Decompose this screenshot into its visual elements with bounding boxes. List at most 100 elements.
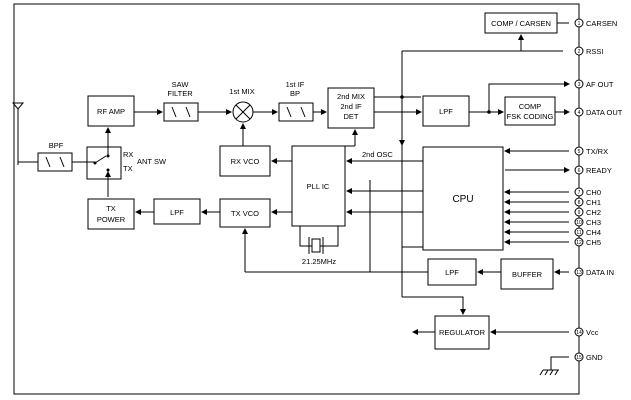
pin-label: CH0 bbox=[586, 188, 601, 197]
svg-text:SAW: SAW bbox=[172, 80, 190, 89]
pin-number: 14 bbox=[576, 330, 582, 336]
svg-text:RX: RX bbox=[123, 150, 133, 159]
svg-text:2nd IF: 2nd IF bbox=[340, 102, 362, 111]
svg-text:BUFFER: BUFFER bbox=[512, 270, 543, 279]
svg-text:COMP: COMP bbox=[519, 102, 542, 111]
rf-amp-block: RF AMP bbox=[87, 95, 135, 127]
svg-text:21.25MHz: 21.25MHz bbox=[302, 257, 336, 266]
if-bandpass-block: 1st IF BP bbox=[278, 80, 314, 122]
pin-number: 2 bbox=[578, 49, 581, 55]
svg-text:FILTER: FILTER bbox=[167, 89, 193, 98]
pin-circle bbox=[574, 237, 584, 247]
svg-text:1st MIX: 1st MIX bbox=[229, 87, 254, 96]
svg-text:RX VCO: RX VCO bbox=[231, 157, 260, 166]
pin-circle bbox=[574, 46, 584, 56]
lpf-demod-block: LPF bbox=[422, 95, 470, 127]
pin-number: 8 bbox=[578, 200, 581, 206]
pin-circle bbox=[574, 207, 584, 217]
bpf-block: BPF bbox=[37, 141, 73, 172]
pin-circle bbox=[574, 18, 584, 28]
lpf-tx-block: LPF bbox=[153, 198, 201, 225]
pin-circle bbox=[574, 197, 584, 207]
lpf-data-block: LPF bbox=[427, 258, 477, 286]
pin-data-out: 4 DATA OUT bbox=[574, 107, 623, 117]
pin-circle bbox=[574, 227, 584, 237]
pin-number: 10 bbox=[576, 220, 582, 226]
pin-number: 11 bbox=[576, 230, 581, 236]
svg-text:REGULATOR: REGULATOR bbox=[439, 328, 486, 337]
pin-label: CH1 bbox=[586, 198, 601, 207]
svg-text:FSK CODING: FSK CODING bbox=[507, 112, 554, 121]
pin-ch4: 11 CH4 bbox=[574, 227, 601, 237]
svg-text:LPF: LPF bbox=[445, 268, 459, 277]
svg-text:LPF: LPF bbox=[439, 107, 453, 116]
pin-label: AF OUT bbox=[586, 80, 614, 89]
pll-ic-block: PLL IC bbox=[291, 145, 346, 227]
pin-circle bbox=[574, 79, 584, 89]
pin-label: CH4 bbox=[586, 228, 601, 237]
svg-text:TX VCO: TX VCO bbox=[231, 209, 259, 218]
svg-text:BPF: BPF bbox=[49, 141, 64, 150]
svg-text:CPU: CPU bbox=[452, 194, 473, 205]
svg-text:BP: BP bbox=[290, 89, 300, 98]
buffer-block: BUFFER bbox=[500, 258, 554, 290]
pin-number: 15 bbox=[576, 355, 582, 361]
pin-circle bbox=[574, 267, 584, 277]
ant-sw-block: RX TX ANT SW bbox=[86, 146, 167, 180]
pin-number: 5 bbox=[578, 149, 581, 155]
pin-circle bbox=[574, 187, 584, 197]
mixer-1: 1st MIX bbox=[229, 87, 255, 123]
pin-circle bbox=[574, 146, 584, 156]
pin-number: 6 bbox=[578, 168, 581, 174]
svg-text:PLL IC: PLL IC bbox=[307, 182, 330, 191]
tx-power-block: TX POWER bbox=[87, 198, 135, 230]
svg-text:ANT SW: ANT SW bbox=[137, 157, 167, 166]
pin-circle bbox=[574, 165, 584, 175]
mixer-2-det-block: 2nd MIX 2nd IF DET bbox=[327, 87, 375, 129]
pin-label: GND bbox=[586, 353, 603, 362]
pin-number: 13 bbox=[576, 270, 582, 276]
svg-text:2nd OSC: 2nd OSC bbox=[362, 150, 393, 159]
pin-label: READY bbox=[586, 166, 612, 175]
pin-circle bbox=[574, 352, 584, 362]
pin-label: RSSI bbox=[586, 47, 604, 56]
pin-label: CH5 bbox=[586, 238, 601, 247]
pin-rssi: 2 RSSI bbox=[574, 46, 604, 56]
pin-label: DATA OUT bbox=[586, 108, 623, 117]
antenna-icon bbox=[11, 102, 25, 165]
pin-label: CARSEN bbox=[586, 19, 617, 28]
pin-number: 4 bbox=[578, 110, 581, 116]
pin-number: 3 bbox=[578, 82, 581, 88]
pin-number: 1 bbox=[578, 21, 581, 27]
pin-circle bbox=[574, 217, 584, 227]
pin-circle bbox=[574, 107, 584, 117]
pin-gnd: 15 GND bbox=[574, 352, 603, 362]
cpu-block: CPU bbox=[422, 146, 504, 251]
pin-ch2: 9 CH2 bbox=[574, 207, 601, 217]
pin-number: 12 bbox=[576, 240, 582, 246]
svg-text:1st IF: 1st IF bbox=[286, 80, 305, 89]
svg-text:LPF: LPF bbox=[170, 208, 184, 217]
svg-text:COMP / CARSEN: COMP / CARSEN bbox=[491, 19, 551, 28]
pin-number: 7 bbox=[578, 190, 581, 196]
comp-fsk-block: COMP FSK CODING bbox=[504, 96, 556, 126]
svg-text:DET: DET bbox=[344, 112, 359, 121]
comp-carsen-block: COMP / CARSEN bbox=[484, 12, 558, 34]
pin-circle bbox=[574, 327, 584, 337]
pin-carsen: 1 CARSEN bbox=[574, 18, 617, 28]
signal-wires bbox=[18, 22, 570, 376]
pin-ch1: 8 CH1 bbox=[574, 197, 601, 207]
pin-number: 9 bbox=[578, 210, 581, 216]
pin-ready: 6 READY bbox=[574, 165, 612, 175]
svg-text:RF AMP: RF AMP bbox=[97, 107, 125, 116]
tx-vco-block: TX VCO bbox=[219, 198, 271, 228]
rx-vco-block: RX VCO bbox=[219, 145, 271, 177]
pin-label: CH2 bbox=[586, 208, 601, 217]
svg-text:TX: TX bbox=[123, 164, 133, 173]
